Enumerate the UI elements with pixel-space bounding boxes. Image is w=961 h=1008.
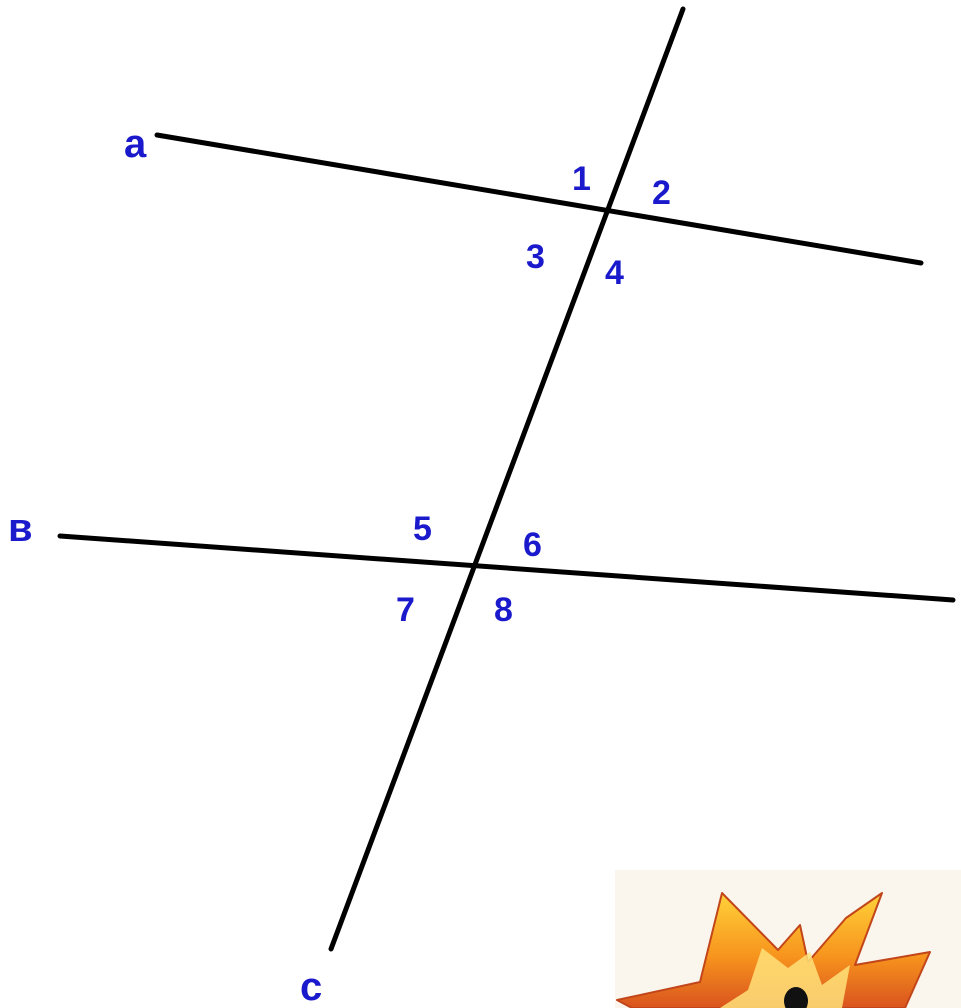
- angle-label-1: 1: [572, 160, 591, 198]
- line-b: [57, 533, 956, 603]
- angle-label-8: 8: [494, 591, 513, 629]
- line-label-a: а: [124, 122, 147, 166]
- angle-label-7: 7: [396, 591, 415, 629]
- line-label-c: с: [300, 965, 322, 1008]
- explosion-core: [784, 987, 808, 1008]
- angle-label-4: 4: [605, 254, 624, 292]
- angle-label-5: 5: [413, 510, 432, 548]
- line-c-transversal: [328, 6, 686, 952]
- angle-label-2: 2: [652, 174, 671, 212]
- line-a: [154, 132, 924, 266]
- angle-label-6: 6: [523, 526, 542, 564]
- line-label-b: в: [8, 506, 33, 550]
- angle-label-3: 3: [526, 238, 545, 276]
- explosion-star-icon: [616, 892, 931, 1008]
